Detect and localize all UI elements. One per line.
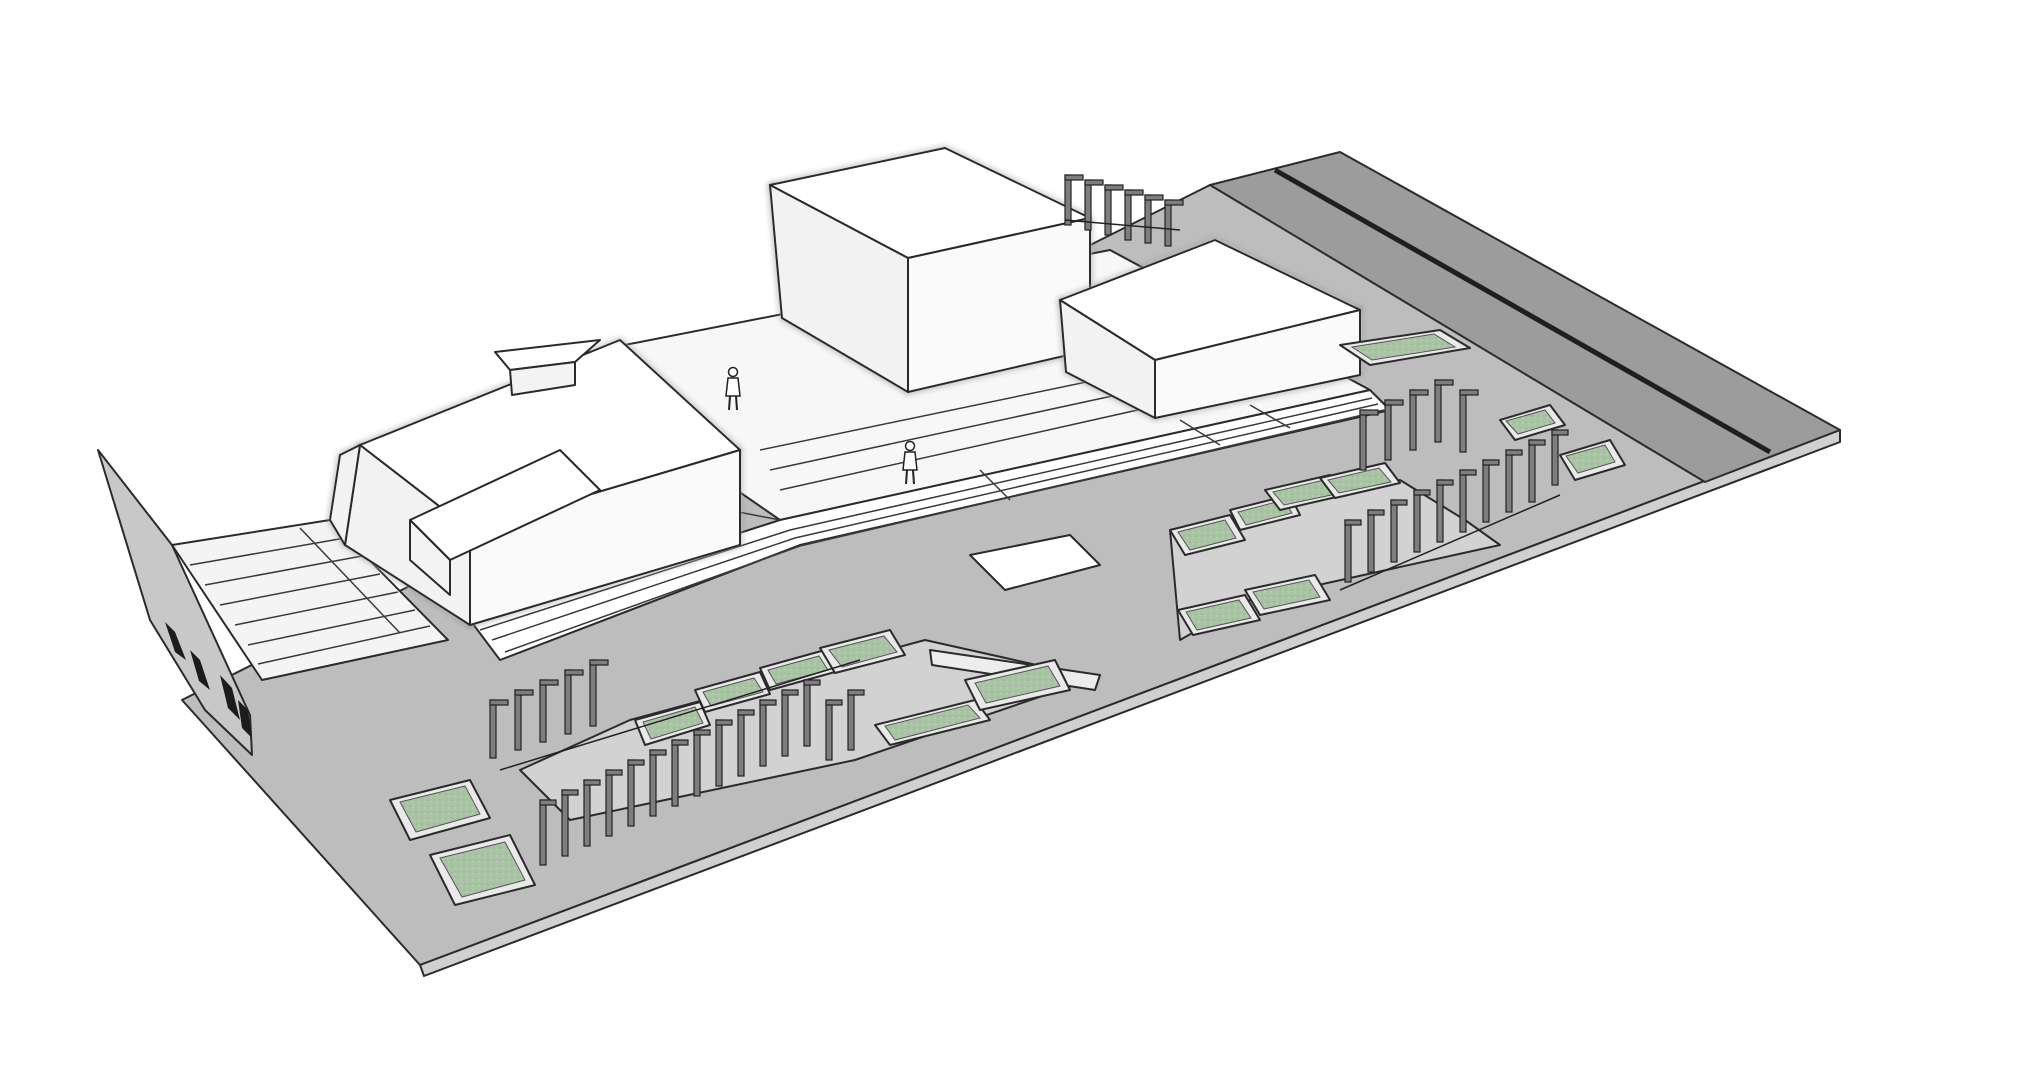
planters-left	[389, 629, 1071, 906]
planter	[1559, 439, 1626, 481]
planter	[1169, 514, 1246, 556]
building-west	[329, 339, 741, 626]
ground-side	[419, 429, 1841, 977]
planter	[694, 671, 771, 713]
planters-right	[1169, 329, 1626, 636]
road-center-line	[1273, 167, 1772, 455]
planter	[964, 659, 1071, 711]
building-west-right-face	[469, 449, 741, 626]
pedestrian-figure	[902, 440, 918, 485]
planter	[634, 701, 711, 746]
planter	[1177, 594, 1261, 636]
plaza-ramp	[969, 534, 1101, 591]
building-tower	[769, 147, 1091, 393]
planter	[1244, 574, 1331, 616]
planter	[389, 779, 491, 841]
wall-opening	[220, 675, 240, 720]
building-north-annex	[494, 339, 601, 396]
pedestrian-figure	[725, 366, 741, 411]
building-east-right-face	[1154, 309, 1361, 419]
planter	[1499, 404, 1566, 441]
planter	[429, 834, 536, 906]
road	[1209, 151, 1841, 483]
pergola-right	[1339, 379, 1569, 591]
building-east	[1059, 239, 1361, 419]
wall-opening	[238, 700, 252, 738]
wall-opening	[165, 622, 186, 660]
pergola-left	[489, 659, 865, 866]
planter	[1339, 329, 1471, 366]
left-retaining-wall	[97, 449, 253, 756]
terrace-steps	[479, 374, 1385, 653]
wall-opening	[190, 650, 210, 690]
planter	[874, 699, 991, 746]
planter	[819, 629, 906, 674]
pergola-north	[1064, 174, 1184, 247]
left-stairs	[171, 519, 449, 681]
